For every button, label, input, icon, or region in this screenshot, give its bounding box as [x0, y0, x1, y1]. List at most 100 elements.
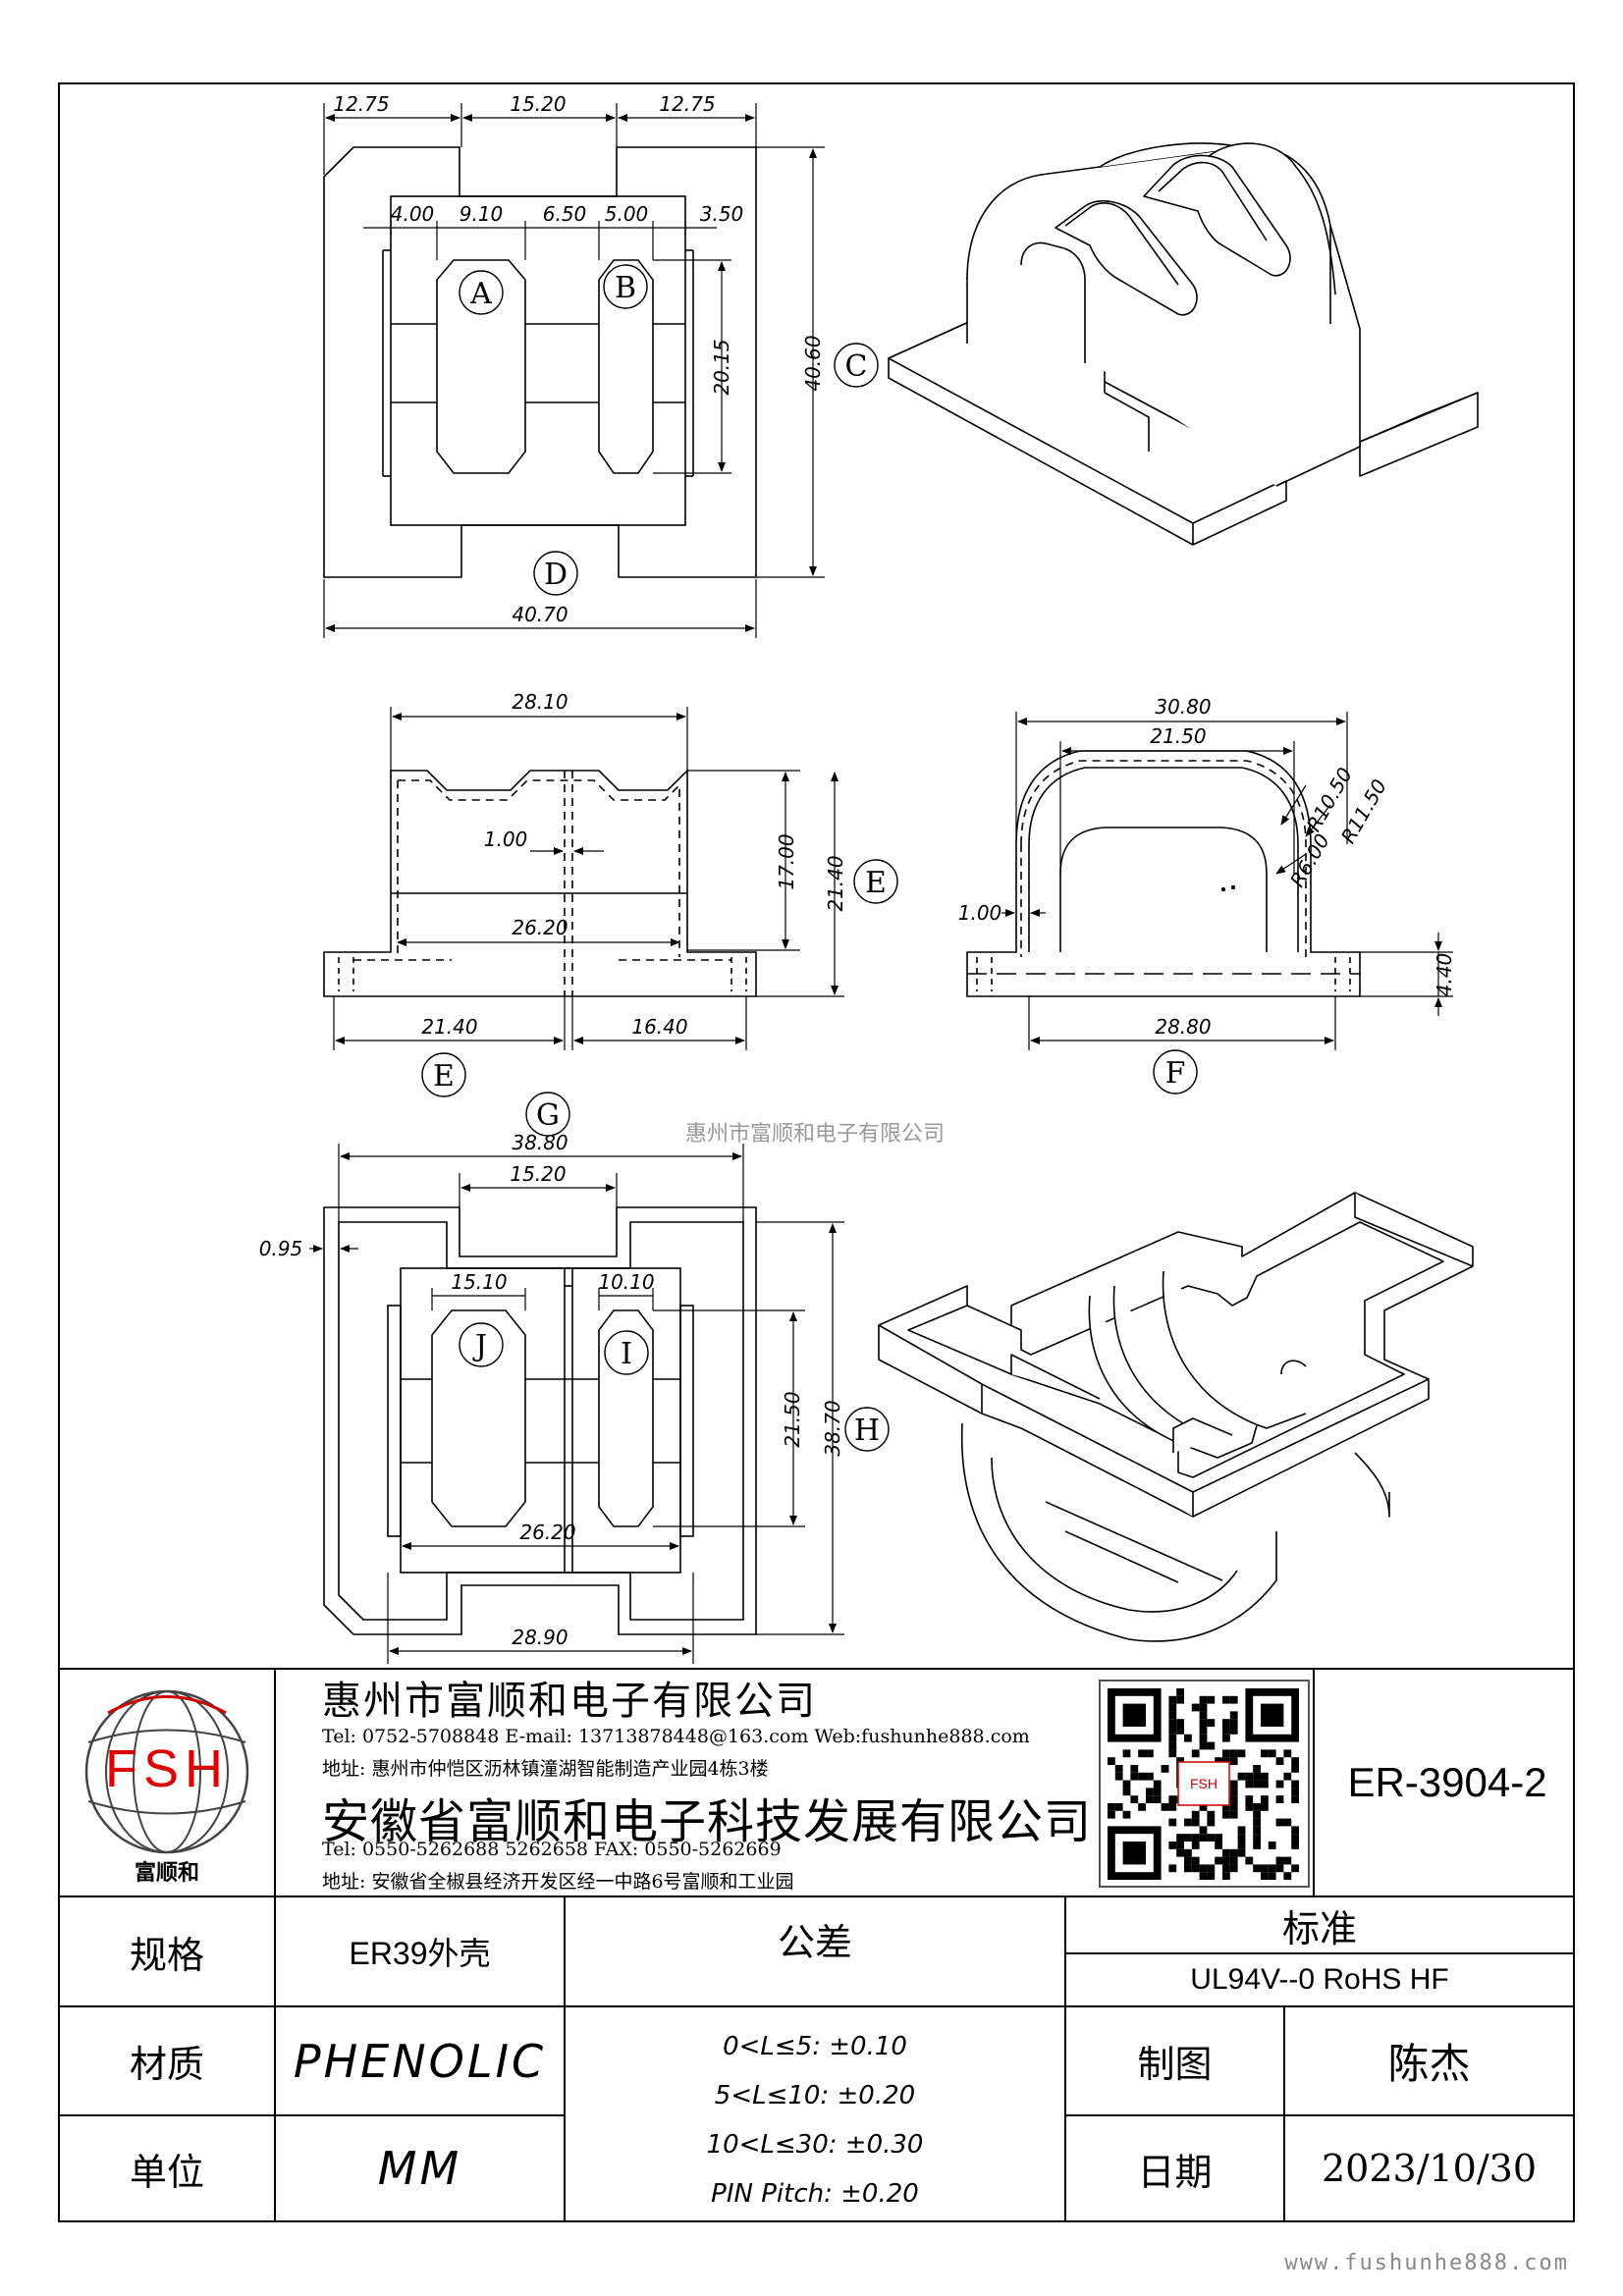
dim-front-left-half: 21.40 [421, 1015, 477, 1039]
qr-module [1199, 1734, 1208, 1742]
logo-text: FSH [105, 1739, 229, 1798]
qr-module [1291, 1757, 1299, 1765]
qr-module [1199, 1864, 1208, 1873]
qr-module [1215, 1842, 1222, 1849]
qr-module [1153, 1788, 1162, 1796]
material-value: PHENOLIC [293, 2034, 547, 2088]
dim-side-inner-width: 21.50 [1150, 724, 1206, 748]
qr-module [1222, 1810, 1230, 1819]
qr-module [1291, 1826, 1299, 1835]
qr-module [1176, 1695, 1184, 1704]
qr-module [1253, 1810, 1261, 1819]
standard-label: 标准 [1281, 1906, 1357, 1950]
qr-module [1168, 1727, 1177, 1735]
qr-module [1184, 1848, 1192, 1857]
qr-module [1108, 1810, 1115, 1819]
qr-module [1207, 1741, 1216, 1750]
qr-module [1291, 1842, 1299, 1849]
qr-module [1184, 1864, 1192, 1873]
qr-module [1168, 1864, 1177, 1873]
qr-module [1237, 1842, 1246, 1849]
qr-module [1222, 1734, 1230, 1742]
dim-bottom-overall-height: 38.70 [821, 1400, 844, 1456]
qr-module [1237, 1826, 1246, 1835]
qr-module [1261, 1872, 1269, 1880]
qr-module [1168, 1703, 1177, 1712]
qr-module [1199, 1741, 1208, 1750]
qr-module [1283, 1856, 1292, 1865]
front-view [323, 769, 757, 997]
qr-module [1222, 1803, 1230, 1811]
qr-module [1176, 1727, 1184, 1735]
dim-bottom-notch-width: 15.20 [510, 1162, 566, 1186]
qr-module [1222, 1719, 1230, 1727]
qr-module [1184, 1734, 1192, 1742]
qr-module [1291, 1788, 1299, 1796]
top-view [323, 146, 757, 578]
qr-module [1261, 1780, 1269, 1789]
qr-module [1108, 1803, 1115, 1811]
qr-module [1191, 1818, 1200, 1827]
company-huizhou-contact: Tel: 0752-5708848 E-mail: 13713878448@16… [322, 1726, 1030, 1747]
dim-top-inner-2: 9.10 [460, 202, 504, 226]
company-name-huizhou: 惠州市富顺和电子有限公司 [322, 1679, 817, 1724]
qr-module [1253, 1803, 1261, 1811]
qr-module [1253, 1772, 1261, 1781]
qr-module [1176, 1688, 1184, 1696]
qr-module [1268, 1872, 1276, 1880]
dim-top-window-height: 20.15 [710, 339, 733, 395]
dim-front-inner-width: 26.20 [512, 916, 568, 939]
qr-module [1199, 1703, 1208, 1712]
qr-module [1168, 1695, 1177, 1704]
qr-module [1253, 1765, 1261, 1773]
qr-module [1161, 1765, 1169, 1773]
qr-module [1229, 1803, 1238, 1811]
dim-top-inner-5: 3.50 [700, 202, 744, 226]
qr-finder [1261, 1703, 1284, 1727]
dim-front-right-half: 16.40 [631, 1015, 687, 1039]
label-j: J [472, 1329, 487, 1363]
label-f: F [1165, 1056, 1186, 1091]
qr-module [1176, 1842, 1184, 1849]
qr-module [1176, 1848, 1184, 1857]
dim-top-left-width: 12.75 [333, 92, 389, 116]
qr-module [1229, 1848, 1238, 1857]
qr-module [1191, 1834, 1200, 1842]
dim-top-center-width: 15.20 [510, 92, 566, 116]
unit-label: 单位 [129, 2150, 204, 2194]
qr-module [1168, 1803, 1177, 1811]
part-number: ER-3904-2 [1347, 1759, 1547, 1805]
watermark: 惠州市富顺和电子有限公司 [685, 1122, 945, 1147]
dim-side-overall-width: 30.80 [1155, 695, 1211, 719]
qr-module [1199, 1719, 1208, 1727]
qr-module [1237, 1848, 1246, 1857]
qr-module [1275, 1795, 1284, 1803]
qr-module [1199, 1727, 1208, 1735]
qr-module [1114, 1765, 1123, 1773]
qr-module [1153, 1780, 1162, 1789]
qr-module [1275, 1780, 1284, 1789]
qr-module [1229, 1711, 1238, 1720]
dim-bottom-window-j: 15.10 [451, 1270, 507, 1294]
qr-module [1199, 1826, 1208, 1835]
qr-module [1261, 1772, 1269, 1781]
qr-module [1184, 1818, 1192, 1827]
qr-module [1237, 1749, 1246, 1758]
qr-module [1291, 1834, 1299, 1842]
qr-module [1184, 1856, 1192, 1865]
dim-front-gap: 1.00 [484, 828, 528, 851]
company-anhui-address: 地址: 安徽省全椒县经济开发区经一中路6号富顺和工业园 [322, 1871, 794, 1893]
qr-module [1229, 1780, 1238, 1789]
qr-module [1291, 1765, 1299, 1773]
standard-value: UL94V--0 RoHS HF [1190, 1963, 1449, 1996]
qr-module [1191, 1703, 1200, 1712]
qr-module [1168, 1741, 1177, 1750]
website-url: www.fushunhe888.com [1284, 2251, 1569, 2275]
tolerance-row: PIN Pitch: ±0.20 [711, 2179, 919, 2209]
qr-module [1253, 1842, 1261, 1849]
qr-module [1138, 1772, 1146, 1781]
qr-module [1229, 1856, 1238, 1865]
qr-module [1168, 1734, 1177, 1742]
dim-bottom-window-height: 21.50 [781, 1391, 804, 1447]
dim-side-radius-3: R6.00 [1285, 829, 1334, 891]
